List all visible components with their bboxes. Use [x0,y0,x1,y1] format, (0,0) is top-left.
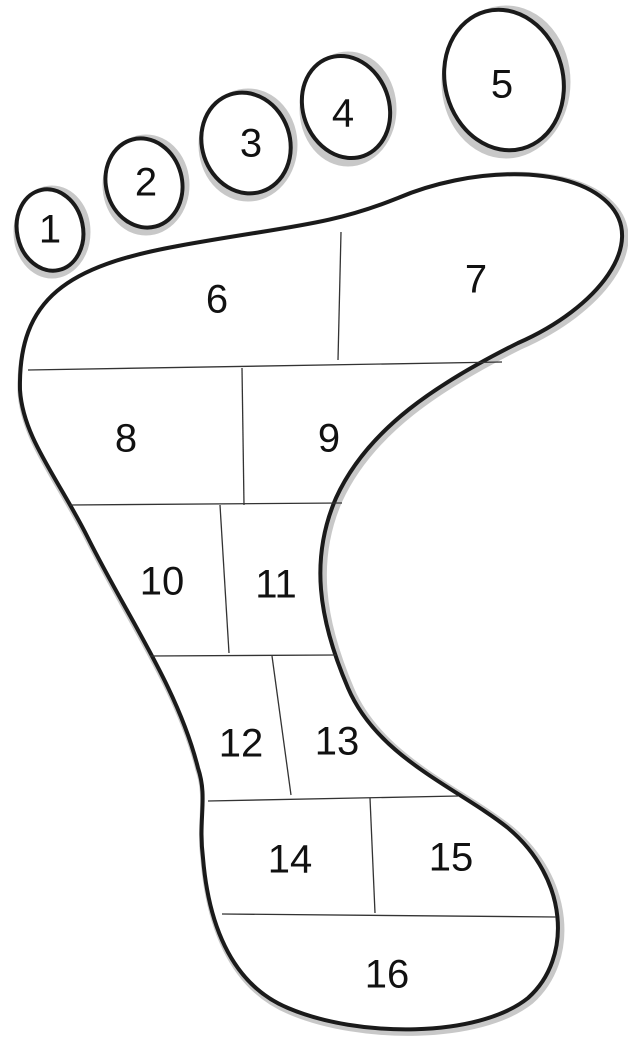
toe-1-label: 1 [39,208,61,252]
toe-5-label: 5 [491,63,513,107]
zone-8-label: 8 [115,417,137,461]
zone-9-label: 9 [318,417,340,461]
zone-11-label: 11 [255,563,297,607]
zone-16-label: 16 [365,953,410,997]
zone-15-label: 15 [429,836,474,880]
zone-12-label: 12 [219,722,264,766]
zone-10-label: 10 [140,560,185,604]
foot-outline [20,174,622,1029]
zone-14-label: 14 [268,838,313,882]
toe-3-label: 3 [240,122,262,166]
toe-4-label: 4 [332,92,354,136]
toe-2-label: 2 [135,161,157,205]
zone-6-label: 6 [206,278,228,322]
zone-13-label: 13 [315,720,360,764]
zone-7-label: 7 [465,258,487,302]
foot-body [20,174,624,1031]
